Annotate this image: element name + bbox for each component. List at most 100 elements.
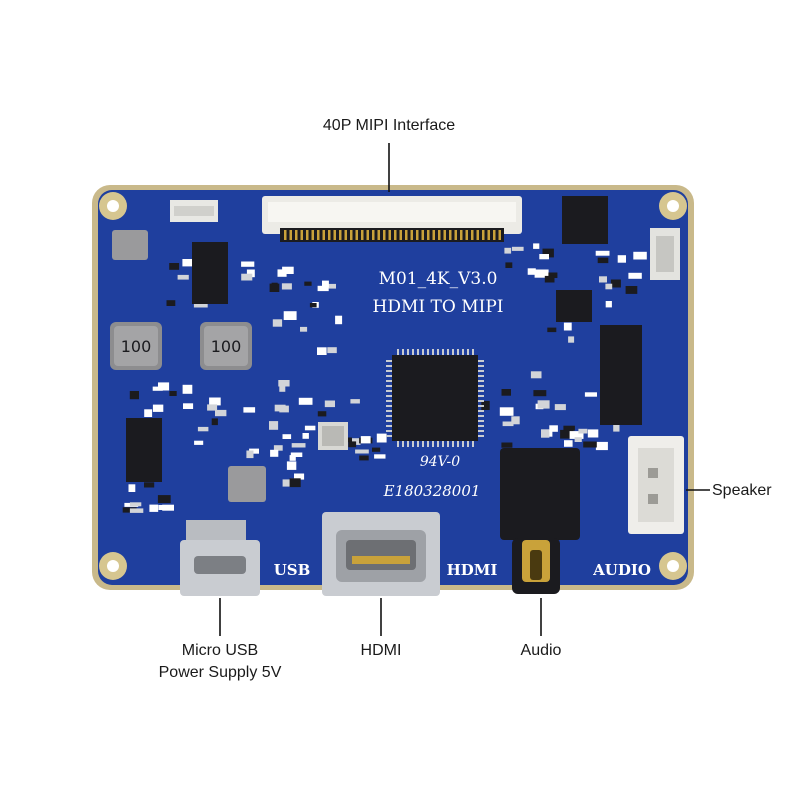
smd-part — [568, 336, 575, 343]
smd-part — [613, 423, 620, 432]
fpc-connector-small — [170, 200, 218, 222]
smd-part — [279, 384, 286, 392]
smd-part — [578, 428, 588, 434]
smd-part — [162, 504, 174, 511]
smd-part — [215, 409, 227, 417]
smd-part — [605, 283, 613, 290]
smd-part — [274, 404, 286, 412]
inductor-right: 100 — [200, 322, 252, 370]
smd-part — [533, 243, 540, 249]
mounting-hole — [659, 552, 687, 580]
smd-part — [537, 400, 550, 409]
smd-part — [504, 247, 512, 254]
smd-part — [569, 431, 584, 439]
smd-part — [628, 272, 642, 279]
smd-part — [246, 450, 254, 459]
smd-part — [182, 259, 193, 267]
smd-part — [289, 478, 301, 488]
smd-part — [323, 283, 336, 289]
smd-part — [327, 347, 337, 354]
smd-part — [300, 326, 308, 332]
inductor-left-label: 100 — [121, 337, 152, 356]
smd-part — [243, 407, 256, 413]
ic-right-tall — [600, 325, 642, 425]
smd-part — [241, 273, 253, 281]
smd-part — [511, 246, 524, 251]
callout-usb-line1: Micro USB — [181, 642, 259, 659]
ic-flash — [556, 290, 592, 322]
smd-part — [533, 390, 547, 397]
smd-part — [193, 302, 208, 308]
smd-part — [549, 425, 558, 432]
smd-part — [599, 276, 607, 283]
board-function-text: HDMI TO MIPI — [373, 297, 504, 317]
callout-usb-line2: Power Supply 5V — [158, 664, 282, 681]
smd-part — [122, 507, 137, 513]
mounting-hole — [659, 192, 687, 220]
mipi-connector — [262, 196, 522, 242]
smd-part — [633, 251, 647, 260]
smd-part — [587, 429, 599, 438]
smd-part — [282, 479, 294, 487]
smd-part — [309, 303, 317, 308]
smd-part — [128, 484, 136, 492]
smd-part — [283, 311, 297, 320]
smd-part — [376, 433, 387, 443]
smd-part — [564, 440, 573, 447]
smd-part — [144, 482, 155, 488]
smd-part — [548, 272, 558, 278]
board-rating-text: 94V-0 — [420, 454, 460, 470]
smd-part — [617, 255, 626, 263]
smd-part — [182, 384, 193, 394]
smd-part — [544, 275, 555, 283]
smd-part — [152, 386, 163, 391]
header-right — [650, 228, 680, 280]
smd-part — [317, 411, 327, 417]
inductor-right-label: 100 — [211, 337, 242, 356]
smd-part — [241, 261, 255, 267]
smd-part — [511, 416, 520, 425]
smd-part — [605, 301, 612, 308]
smd-part — [355, 449, 369, 454]
smd-part — [169, 391, 177, 396]
inductor-small-top — [112, 230, 148, 260]
smd-part — [246, 269, 255, 278]
smd-part — [554, 404, 566, 411]
smd-part — [272, 319, 283, 327]
smd-part — [304, 281, 312, 286]
smd-part — [149, 504, 159, 512]
smd-part — [324, 400, 335, 408]
smd-part — [542, 248, 554, 258]
audio-jack — [500, 448, 580, 594]
smd-part — [270, 449, 279, 457]
smd-part — [152, 404, 164, 412]
board-serial-text: E180328001 — [383, 482, 481, 500]
smd-part — [144, 409, 153, 417]
callout-hdmi: HDMI — [360, 642, 402, 659]
smd-part — [249, 448, 259, 454]
main-processor — [386, 349, 484, 447]
smd-part — [298, 397, 313, 405]
mounting-hole — [99, 192, 127, 220]
smd-part — [166, 300, 176, 306]
smd-part — [129, 391, 139, 400]
smd-part — [539, 254, 549, 260]
smd-part — [359, 455, 369, 461]
smd-part — [574, 437, 582, 442]
smd-part — [547, 327, 557, 333]
smd-part — [183, 403, 194, 409]
smd-part — [317, 347, 327, 355]
smd-part — [269, 421, 279, 430]
callout-mipi: 40P MIPI Interface — [322, 117, 456, 134]
smd-part — [169, 263, 180, 270]
leader-lines — [219, 143, 710, 636]
smd-part — [534, 269, 549, 278]
smd-part — [273, 445, 283, 451]
smd-part — [499, 407, 514, 416]
smd-part — [502, 421, 514, 427]
smd-part — [269, 283, 280, 292]
smd-part — [372, 447, 381, 452]
smd-part — [197, 426, 209, 432]
hdmi-port — [322, 512, 440, 596]
